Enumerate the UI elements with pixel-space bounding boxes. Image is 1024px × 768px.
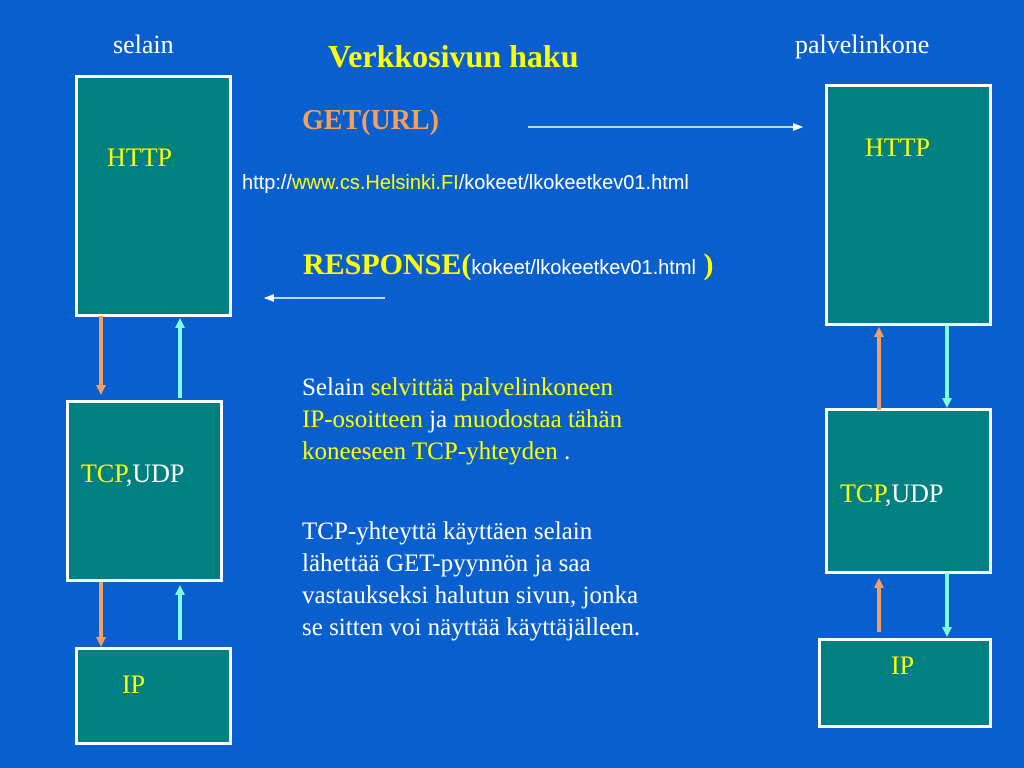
left-http-box: HTTP — [75, 75, 232, 317]
left-tcp-label: TCP,UDP — [81, 459, 184, 489]
left-http-label: HTTP — [107, 143, 172, 172]
left-ip-box: IP — [75, 647, 232, 745]
response-close: ) — [695, 248, 714, 281]
p1-muodostaa: muodostaa tähän — [453, 406, 623, 433]
right-udp-text: ,UDP — [884, 479, 944, 508]
url-path: /kokeet/lkokeetkev01.html — [458, 172, 689, 194]
p2-line-1: TCP-yhteyttä käyttäen selain — [302, 518, 593, 545]
p1-ja: ja — [422, 406, 454, 433]
right-http-box: HTTP — [825, 84, 992, 326]
paragraph-1: Selain selvittää palvelinkoneen IP-osoit… — [302, 372, 782, 468]
p1-selvittaa: selvittää palvelinkoneen — [370, 374, 614, 401]
request-url: http://www.cs.Helsinki.FI/kokeet/lkokeet… — [242, 172, 689, 195]
right-column-title: palvelinkone — [795, 30, 930, 59]
left-tcp-text: TCP — [81, 459, 126, 488]
p2-line-3: vastaukseksi halutun sivun, jonka — [302, 582, 639, 609]
p1-selain: Selain — [302, 374, 371, 401]
response-label: RESPONSE(kokeet/lkokeetkev01.html ) — [303, 248, 713, 282]
url-host: www.cs.Helsinki.FI — [292, 172, 459, 194]
response-text: RESPONSE( — [303, 248, 472, 281]
p1-koneeseen: koneeseen TCP-yhteyden — [302, 438, 558, 465]
right-tcp-box: TCP,UDP — [825, 408, 992, 574]
p2-line-4: se sitten voi näyttää käyttäjälleen. — [302, 614, 641, 641]
right-tcp-text: TCP — [840, 479, 885, 508]
left-udp-text: ,UDP — [125, 459, 185, 488]
get-url-label: GET(URL) — [302, 105, 439, 136]
left-ip-label: IP — [122, 670, 146, 699]
right-ip-label: IP — [891, 651, 915, 680]
url-prefix: http:// — [242, 172, 293, 194]
slide-title: Verkkosivun haku — [328, 38, 579, 74]
p2-line-2: lähettää GET-pyynnön ja saa — [302, 550, 591, 577]
right-tcp-label: TCP,UDP — [840, 479, 943, 509]
right-ip-box: IP — [818, 638, 992, 728]
left-column-title: selain — [113, 30, 174, 59]
left-tcp-box: TCP,UDP — [66, 400, 223, 582]
p1-ip-osoitteen: IP-osoitteen — [302, 406, 423, 433]
paragraph-2: TCP-yhteyttä käyttäen selain lähettää GE… — [302, 516, 782, 644]
p1-period: . — [557, 438, 571, 465]
response-path: kokeet/lkokeetkev01.html — [471, 257, 696, 279]
right-http-label: HTTP — [865, 133, 930, 162]
